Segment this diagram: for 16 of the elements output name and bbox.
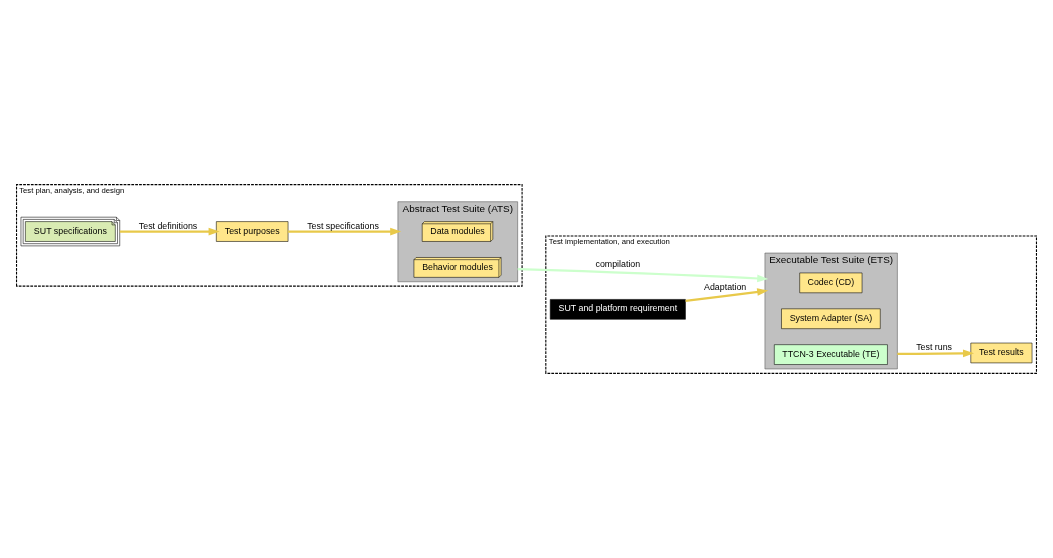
arrow	[897, 349, 975, 358]
arrow	[288, 227, 402, 236]
node-box: System Adapter (SA)	[781, 308, 881, 329]
node-box: SUT and platform requirement	[549, 299, 686, 320]
node-box: Codec (CD)	[799, 272, 863, 294]
node-box: TTCN-3 Executable (TE)	[774, 344, 888, 365]
node-box: Test purposes	[216, 221, 289, 242]
edge-label: Test runs	[916, 342, 952, 353]
edge-label: Test specifications	[307, 220, 379, 231]
edge-label: Test definitions	[138, 220, 198, 231]
arrow	[685, 288, 769, 303]
edge-label: compilation	[595, 259, 641, 270]
arrow	[119, 227, 220, 236]
node-box: Test results	[970, 342, 1033, 364]
arrow	[517, 268, 769, 283]
edge-label: Adaptation	[704, 282, 747, 293]
